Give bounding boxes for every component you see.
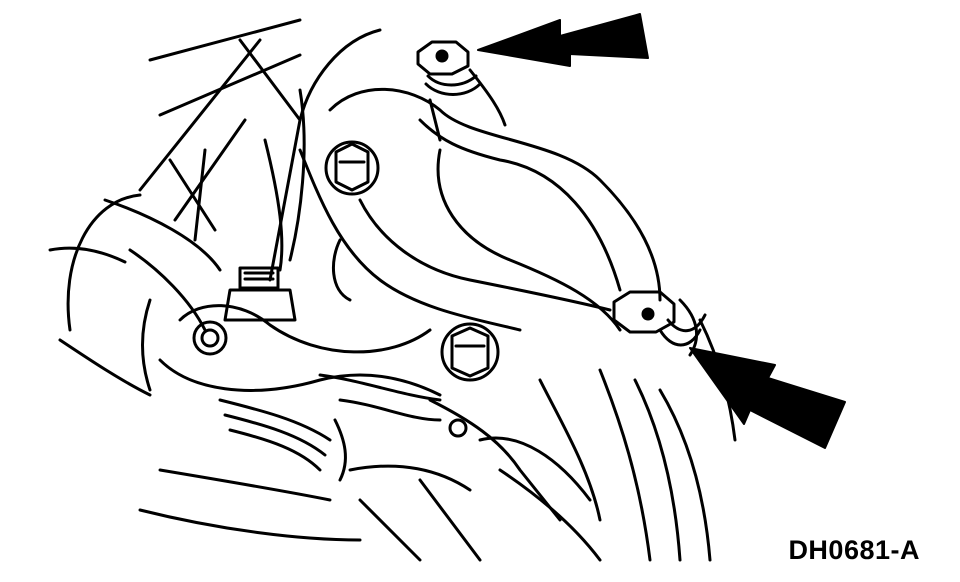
arrow-up-left-icon (689, 347, 846, 449)
caliper-bolt (324, 140, 380, 196)
steering-arm (168, 88, 306, 272)
caliper-body (298, 87, 662, 332)
arrow-left-icon (477, 13, 649, 67)
wheel-housing (48, 193, 222, 397)
lower-bolt (440, 322, 500, 382)
frame-members (138, 18, 382, 282)
lower-guide-pin (612, 290, 707, 357)
rotor-shield (138, 373, 592, 562)
knuckle (158, 266, 442, 397)
figure-code: DH0681-A (788, 535, 920, 565)
upper-guide-pin (416, 40, 507, 142)
